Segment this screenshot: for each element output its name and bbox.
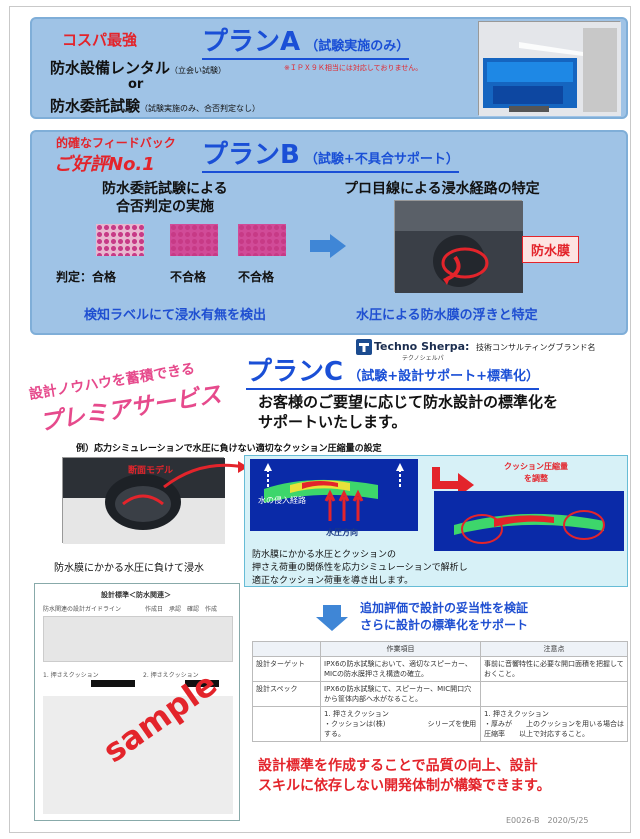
plan-b-right-heading: プロ目線による浸水経路の特定 <box>344 181 540 197</box>
plan-c-subtitle: （試験+設計サポート+標準化） <box>348 369 539 384</box>
plan-a-panel: コスパ最強 プランA （試験実施のみ） 防水設備レンタル（立会い試験） ※ＩＰＸ… <box>30 17 628 119</box>
table-cell: 事前に音響特性に必要な開口面積を把握しておくこと。 <box>480 656 628 682</box>
plan-b-left-heading1: 防水委託試験による <box>102 181 228 197</box>
doc-grid-block <box>43 616 233 662</box>
doc-line4: 2. 押さえクッション <box>143 672 199 679</box>
footer-code: E0026-B 2020/5/25 <box>506 816 589 825</box>
flyer-page: コスパ最強 プランA （試験実施のみ） 防水設備レンタル（立会い試験） ※ＩＰＸ… <box>9 6 631 833</box>
section-left-caption: 防水膜にかかる水圧に負けて浸水 <box>54 563 204 574</box>
table-cell: 1. 押さえクッション ・クッションは(株) シリーズを使用する。 <box>320 706 481 742</box>
table-cell: 設計ターゲット <box>252 656 321 682</box>
plan-a-subtitle: （試験実施のみ） <box>305 39 410 54</box>
table-row: 設計ターゲット IPX6の防水試験において、適切なスピーカー、MICの防水膜押さ… <box>252 656 628 682</box>
plan-a-line2: 防水委託試験（試験実施のみ、合否判定なし） <box>50 95 260 116</box>
table-cell <box>252 706 321 742</box>
table-row: 設計スペック IPX6の防水試験にて、スピーカー、MIC開口穴から筐体内部へ水が… <box>252 681 628 707</box>
brand-desc: 技術コンサルティングブランド名 <box>476 343 596 352</box>
plan-b-badge1: 的確なフィードバック <box>56 136 176 150</box>
judge-fail1-label: 不合格 <box>170 270 207 284</box>
brand-kana: テクノシェルパ <box>402 355 444 362</box>
plan-b-panel: 的確なフィードバック ご好評No.1 プランB （試験+不具合サポート） 防水委… <box>30 130 628 335</box>
table-header-cell: 注意点 <box>480 641 628 657</box>
pressure-label: 水圧方向 <box>326 528 358 537</box>
doc-redaction1 <box>91 680 135 687</box>
label-patch-pass <box>96 224 144 256</box>
plan-b-subtitle: （試験+不具合サポート） <box>304 152 459 167</box>
extra-line1: 追加評価で設計の妥当性を検証 <box>360 601 529 615</box>
plan-b-left-heading2: 合否判定の実施 <box>116 199 214 215</box>
sim-text1: 防水膜にかかる水圧とクッションの <box>252 550 397 560</box>
plan-a-line1-note: （立会い試験） <box>170 66 227 75</box>
curved-arrow-icon <box>163 461 248 489</box>
plan-c-title-wrap: プランC （試験+設計サポート+標準化） <box>246 351 539 390</box>
sample-document: 設計標準＜防水関連＞ 防水関連の設計ガイドライン 作成日 承認 確認 作成 1.… <box>34 583 240 821</box>
leak-path-photo <box>394 200 523 293</box>
sim-text2: 押さえ荷重の関係性を応力シミュレーションで解析し <box>252 563 468 573</box>
plan-a-title: プランA <box>202 27 301 57</box>
closing-line1: 設計標準を作成することで品質の向上、設計 <box>258 758 538 774</box>
simulation-image-2 <box>434 491 624 551</box>
table-cell <box>480 681 628 707</box>
spec-table: 作業項目 注意点 設計ターゲット IPX6の防水試験において、適切なスピーカー、… <box>252 641 628 742</box>
label-patch-fail2 <box>238 224 286 256</box>
table-header-cell: 作業項目 <box>320 641 481 657</box>
plan-a-line2-text: 防水委託試験 <box>50 97 141 115</box>
extra-line2: さらに設計の標準化をサポート <box>360 618 529 632</box>
plan-c-title: プランC <box>246 357 344 387</box>
sim-text3: 適正なクッション荷重を導き出します。 <box>252 576 414 586</box>
arrow-right-icon <box>310 234 346 258</box>
techno-sherpa-logo-icon <box>356 339 372 355</box>
plan-a-ipx-note: ※ＩＰＸ９Ｋ相当には対応しておりません。 <box>284 64 423 72</box>
plan-b-left-caption: 検知ラベルにて浸水有無を検出 <box>84 308 267 323</box>
judge-pass-label: 判定：合格 <box>56 270 117 284</box>
table-header-row: 作業項目 注意点 <box>252 641 628 657</box>
example-heading: 例）応力シミュレーションで水圧に負けない適切なクッション圧縮量の設定 <box>76 444 382 454</box>
cushion-label1: クッション圧縮量 <box>504 462 568 471</box>
section-model-label: 断面モデル <box>128 466 174 476</box>
plan-a-badge: コスパ最強 <box>62 31 138 49</box>
pressure-arrows-icon <box>324 489 364 521</box>
intrusion-label: 水の侵入経路 <box>258 496 306 505</box>
plan-a-or: or <box>128 77 144 92</box>
doc-title: 設計標準＜防水関連＞ <box>101 591 171 599</box>
table-cell: IPX6の防水試験において、適切なスピーカー、MICの防水膜押さえ構造の確立。 <box>320 656 481 682</box>
label-patch-fail1 <box>170 224 218 256</box>
cushion-label2: を調整 <box>524 474 548 483</box>
doc-line1: 防水関連の設計ガイドライン <box>43 606 122 613</box>
table-row: 1. 押さえクッション ・クッションは(株) シリーズを使用する。 1. 押さえ… <box>252 706 628 742</box>
plan-a-line1: 防水設備レンタル（立会い試験） <box>50 57 226 78</box>
doc-line3: 1. 押さえクッション <box>43 672 99 679</box>
plan-a-line1-text: 防水設備レンタル <box>50 59 171 77</box>
plan-b-right-caption: 水圧による防水膜の浮きと特定 <box>356 308 538 323</box>
table-cell: IPX6の防水試験にて、スピーカー、MIC開口穴から筐体内部へ水がなること。 <box>320 681 481 707</box>
table-cell: 設計スペック <box>252 681 321 707</box>
arrow-down-icon <box>316 605 348 631</box>
plan-c-desc2: サポートいたします。 <box>258 413 407 431</box>
simulation-image-1 <box>250 459 418 531</box>
plan-b-badge2: ご好評No.1 <box>54 154 155 175</box>
table-header-cell <box>252 641 321 657</box>
closing-line2: スキルに依存しない開発体制が構築できます。 <box>258 778 551 794</box>
spray-tank-photo <box>478 21 621 116</box>
doc-line2: 作成日 承認 確認 作成 <box>145 606 218 613</box>
doc-body-block <box>43 696 233 814</box>
plan-a-title-wrap: プランA （試験実施のみ） <box>202 21 410 60</box>
doc-redaction2 <box>185 680 219 687</box>
plan-a-line2-note: （試験実施のみ、合否判定なし） <box>140 104 261 113</box>
membrane-label: 防水膜 <box>522 236 580 263</box>
plan-b-title: プランB <box>202 140 300 170</box>
plan-b-title-wrap: プランB （試験+不具合サポート） <box>202 134 459 173</box>
table-cell: 1. 押さえクッション ・厚みが 上のクッションを用いる場合は圧縮率 以上で対応… <box>480 706 628 742</box>
plan-c-desc1: お客様のご要望に応じて防水設計の標準化を <box>258 393 559 411</box>
judge-fail2-label: 不合格 <box>238 270 275 284</box>
section-model-photo <box>62 457 225 544</box>
brand-name: Techno Sherpa: <box>374 340 470 353</box>
